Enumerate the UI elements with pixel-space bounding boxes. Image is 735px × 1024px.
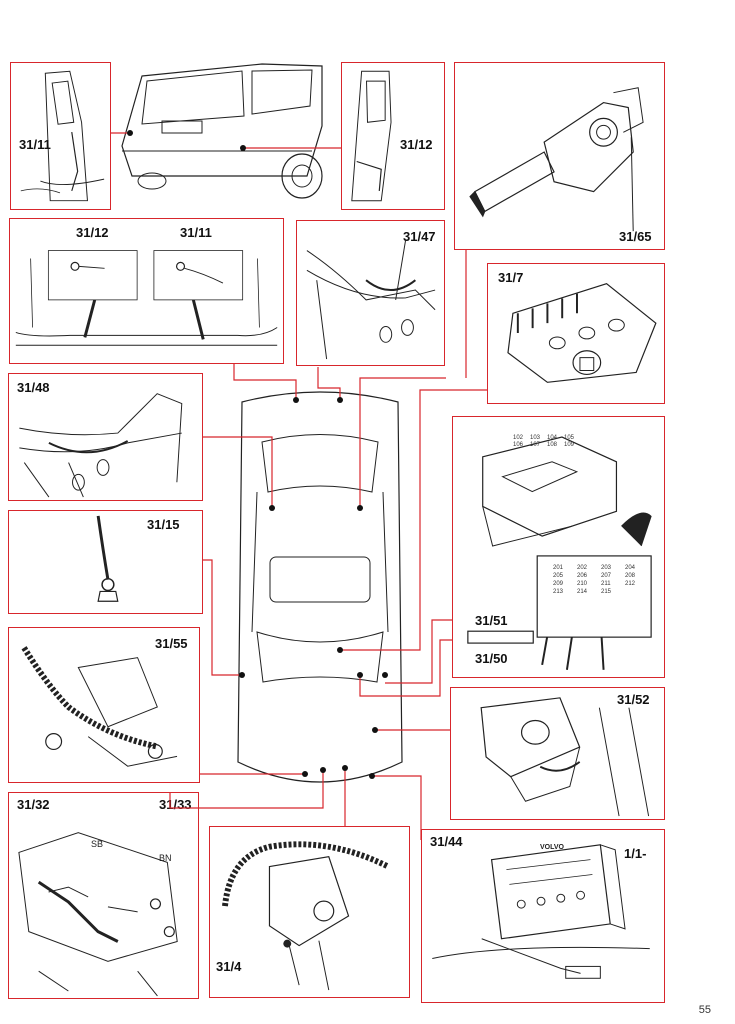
panel-31-7: 31/7 [487,263,665,404]
label-31-50: 31/50 [475,651,508,666]
label-1-1: 1/1- [624,846,647,861]
page-number: 55 [698,1004,711,1016]
label-31-12: 31/12 [400,137,433,152]
label-31-11: 31/11 [19,137,51,152]
fuse-label: 103 [530,435,541,441]
fuse-grid-bottom: 201 202 203 204 205 206 207 208 209 210 … [553,565,648,595]
fuse-label: 105 [564,435,575,441]
fuse-box-illustration [467,436,652,670]
pillar-illustration [20,70,105,202]
panel-31-15: 31/15 [8,510,203,614]
fuse-label: 107 [530,442,541,448]
panel-31-12: 31/12 [341,62,445,210]
fuse-label: 206 [577,573,588,579]
label-31-65: 31/65 [619,229,652,244]
fuse-label: 204 [625,565,636,571]
label-31-32: 31/32 [17,797,50,812]
panel-31-52: 31/52 [450,687,665,820]
fuse-label: 215 [601,589,612,595]
fuse-grid-top: 102 103 104 105 106 107 108 109 [513,435,583,448]
label-31-52: 31/52 [617,692,650,707]
ignition-switch-illustration [469,87,644,232]
engine-bay-illustration [21,646,178,767]
fuse-label: 108 [547,442,558,448]
pillar-illustration [351,70,392,202]
panel-battery: 31/44 1/1- VOLVO [421,829,665,1003]
panel-fuse-box: 102 103 104 105 106 107 108 109 201 202 … [452,416,665,678]
fuse-label: 203 [601,565,612,571]
label-31-11-connector: 31/11 [180,225,212,240]
relay-block-illustration [507,283,657,383]
label-31-44: 31/44 [430,834,463,849]
fuse-label: 109 [564,442,575,448]
engine-harness-illustration [18,832,178,997]
label-31-47: 31/47 [403,229,436,244]
battery-illustration [432,844,650,979]
fuse-label: 201 [553,565,564,571]
fuse-label: 213 [553,589,564,595]
wire-color-bn: BN [159,853,172,863]
ground-lug-illustration [96,515,119,602]
label-31-33: 31/33 [159,797,192,812]
label-31-7: 31/7 [498,270,524,285]
fuse-label: 209 [553,581,564,587]
fuse-label: 212 [625,581,636,587]
fuse-label: 102 [513,435,524,441]
panel-31-55: 31/55 [8,627,200,783]
label-31-55: 31/55 [155,636,188,651]
label-31-48: 31/48 [17,380,50,395]
fuse-label: 210 [577,581,588,587]
fuse-label: 205 [553,573,564,579]
panel-31-12-31-11: 31/12 31/11 [9,218,284,364]
car-top-view [232,382,408,802]
a-pillar-illustration [306,240,436,360]
car-rear-view [112,56,328,206]
fuse-label: 214 [577,589,588,595]
label-31-12-connector: 31/12 [76,225,109,240]
wire-color-sb: SB [91,839,104,849]
fuse-label: 211 [601,581,611,587]
firewall-illustration [19,393,183,498]
fuse-label: 104 [547,435,558,441]
panel-31-11: 31/11 [10,62,111,210]
panel-31-65: 31/65 [454,62,665,250]
car-top-illustration [237,391,403,783]
panel-31-4: 31/4 [209,826,410,998]
panel-31-32-31-33: 31/32 31/33 SB BN [8,792,199,999]
car-rear-illustration [121,63,323,199]
engine-component-illustration [480,697,650,817]
panel-31-47: 31/47 [296,220,445,366]
label-31-4: 31/4 [216,959,242,974]
fuse-label: 106 [513,442,524,448]
label-31-51: 31/51 [475,613,508,628]
fuse-label: 202 [577,565,588,571]
fuse-label: 208 [625,573,636,579]
fuse-label: 207 [601,573,612,579]
battery-brand: VOLVO [540,844,564,851]
transmission-illustration [222,841,390,991]
label-31-15: 31/15 [147,517,180,532]
tailgate-illustration [15,250,278,346]
panel-31-48: 31/48 [8,373,203,501]
